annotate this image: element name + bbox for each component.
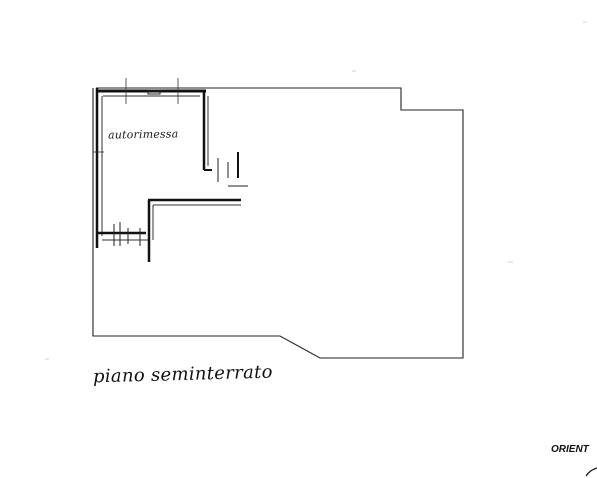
orientation-arrow-icon — [585, 467, 597, 477]
room-label-autorimessa: autorimessa — [107, 127, 179, 142]
window-mark — [147, 89, 161, 95]
outer-wall — [92, 87, 464, 359]
orientation-label: ORIENT — [551, 444, 589, 455]
